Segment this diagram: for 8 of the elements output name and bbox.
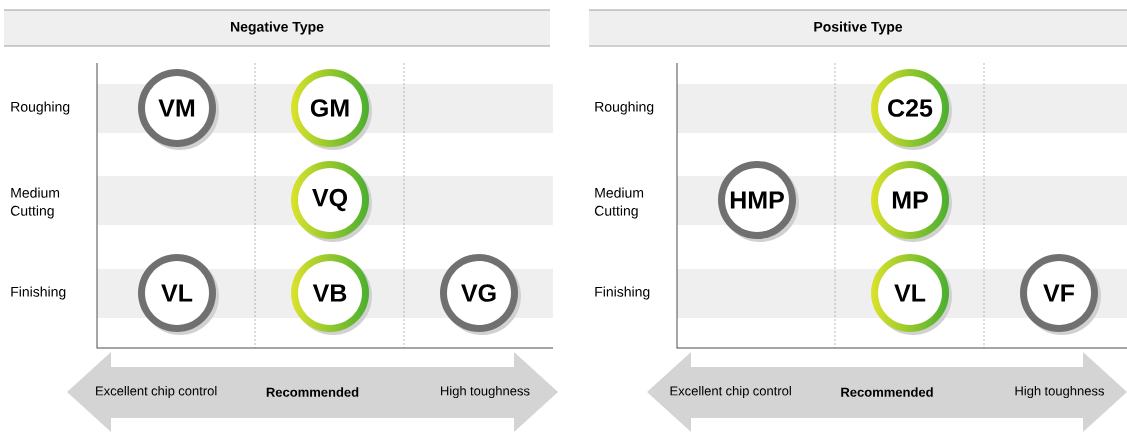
row-label: Roughing	[11, 101, 70, 115]
row-label: Medium Cutting	[10, 187, 60, 219]
row-label: Finishing	[595, 286, 650, 300]
header-band: Positive Type	[588, 9, 1127, 47]
row-label: Medium Cutting	[594, 187, 644, 219]
header-band: Negative Type	[3, 9, 551, 47]
row-label: Finishing	[11, 286, 66, 300]
row-label: Roughing	[595, 101, 654, 115]
